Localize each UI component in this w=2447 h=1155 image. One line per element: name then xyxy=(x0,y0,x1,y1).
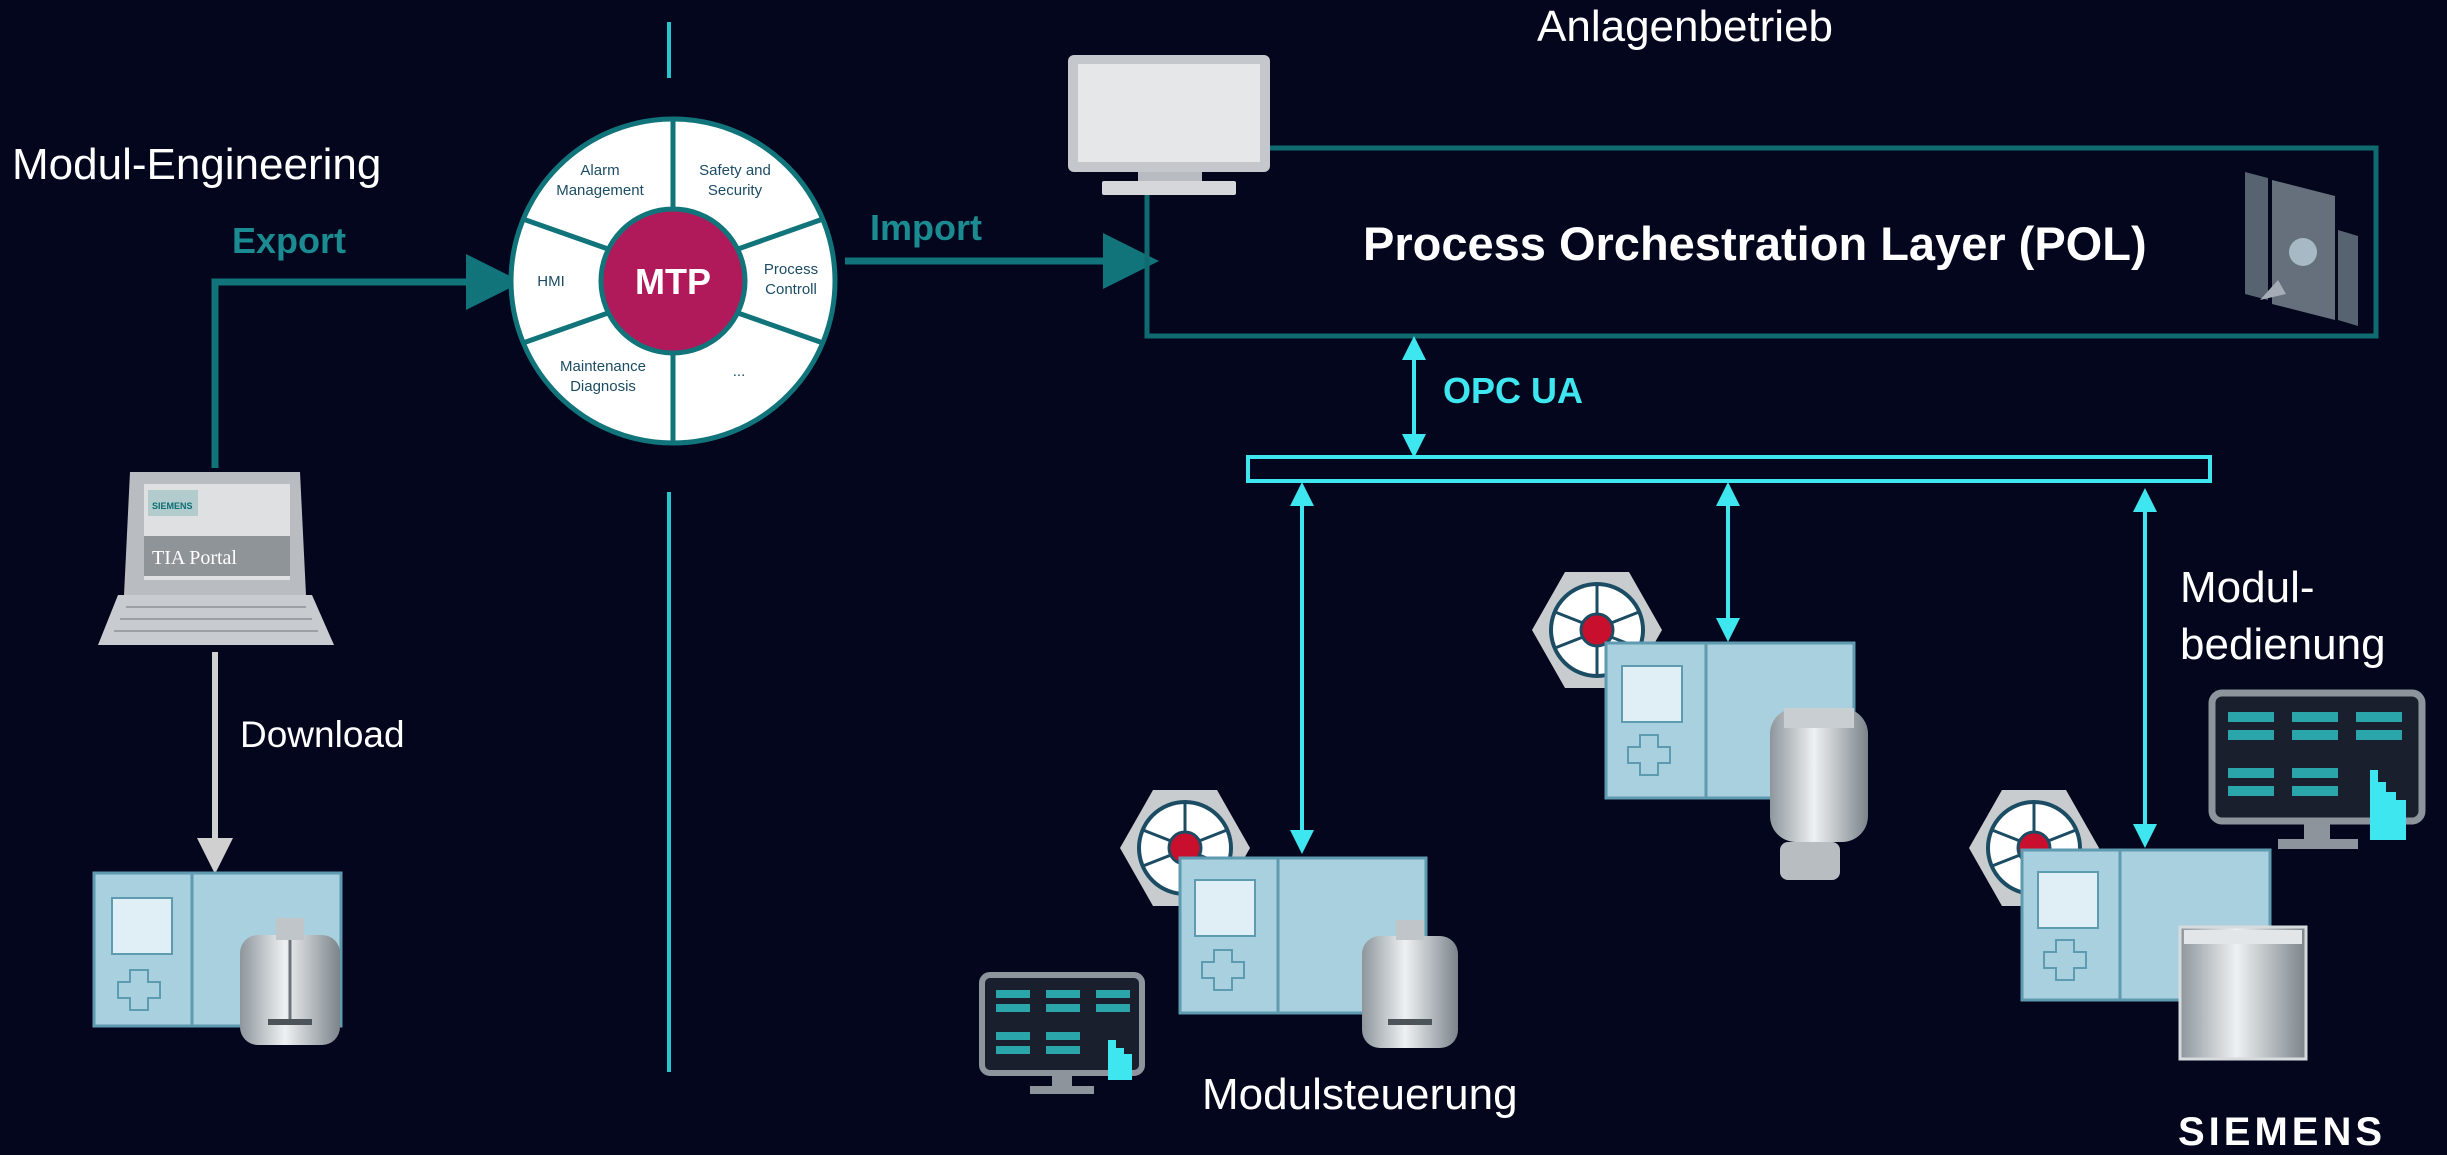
architecture-diagram: MTP Alarm Management Safety and Security… xyxy=(92,22,2426,1094)
monitor-icon xyxy=(1068,55,1270,195)
segment-alarm-l2: Management xyxy=(556,182,644,199)
segment-alarm-l1: Alarm xyxy=(580,162,619,179)
opc-ua-label: OPC UA xyxy=(1443,370,1584,411)
tank-modulsteuerung xyxy=(1362,920,1458,1048)
download-label: Download xyxy=(240,714,405,755)
mtp-center-label: MTP xyxy=(635,261,711,302)
export-arrow xyxy=(211,254,522,468)
pol-box xyxy=(1144,145,2379,339)
segment-process-l1: Process xyxy=(764,261,818,278)
import-label: Import xyxy=(870,207,982,248)
laptop-siemens-small: SIEMENS xyxy=(152,501,193,511)
mtp-center xyxy=(598,206,748,356)
laptop-tia-label: TIA Portal xyxy=(152,547,237,569)
modul-engineering-title: Modul-Engineering xyxy=(12,140,382,189)
tank-right xyxy=(2178,925,2308,1061)
segment-more: ... xyxy=(733,363,746,380)
anlagenbetrieb-title: Anlagenbetrieb xyxy=(1537,2,1834,51)
opc-ua-bus xyxy=(1246,455,2212,483)
pol-title: Process Orchestration Layer (POL) xyxy=(1363,217,2147,270)
segment-hmi: HMI xyxy=(537,273,565,290)
modulbedienung-line1: Modul- xyxy=(2180,563,2315,612)
controller-left-module xyxy=(1178,856,1428,1015)
modulbedienung-line2: bedienung xyxy=(2180,620,2386,669)
laptop-tia-portal: SIEMENS TIA Portal xyxy=(98,472,334,645)
segment-safety-l2: Security xyxy=(708,182,763,199)
modulsteuerung-label: Modulsteuerung xyxy=(1202,1070,1518,1119)
segment-safety-l1: Safety and xyxy=(699,162,771,179)
segment-maintenance-l2: Diagnosis xyxy=(570,378,636,395)
mtp-wheel: MTP Alarm Management Safety and Security… xyxy=(508,116,838,446)
hmi-screens-icon xyxy=(2245,172,2358,326)
hmi-monitor-right-icon xyxy=(2208,689,2426,849)
segment-maintenance-l1: Maintenance xyxy=(560,358,646,375)
export-label: Export xyxy=(232,220,347,261)
tank-left xyxy=(240,918,340,1045)
tank-middle xyxy=(1770,708,1868,880)
segment-process-l2: Controll xyxy=(765,281,817,298)
hmi-monitor-left-icon xyxy=(979,972,1145,1094)
